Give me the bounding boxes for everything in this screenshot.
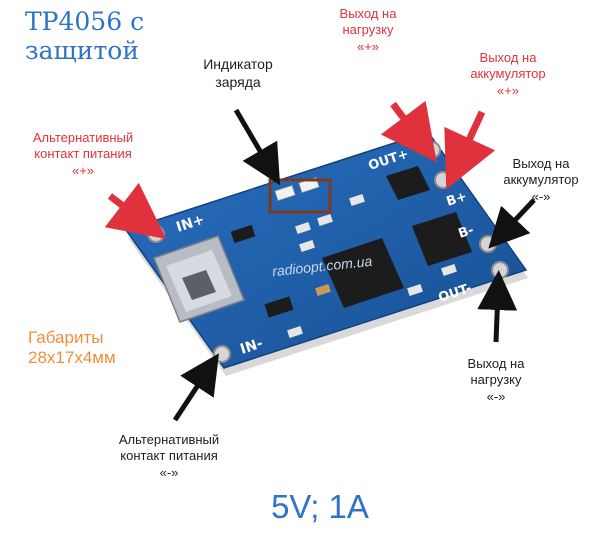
arrow-charge-indicator: [233, 108, 281, 186]
label-line: Выход на: [479, 50, 537, 65]
charge-indicator-box: [268, 178, 332, 214]
silk-b-plus: B+: [445, 189, 469, 210]
arrow-out-minus-batt: [488, 198, 536, 249]
label-line: Выход на: [467, 356, 525, 371]
mosfet-chip: [386, 166, 430, 200]
title-line-2: защитой: [25, 35, 139, 65]
label-line: Альтернативный: [118, 432, 220, 447]
label-line: Выход на: [339, 6, 397, 21]
label-line: «+»: [71, 162, 95, 178]
label-line: заряда: [215, 73, 261, 90]
pad-in-minus: [213, 345, 231, 363]
label-line: «+»: [356, 38, 380, 54]
silk-b-minus: B-: [457, 223, 476, 242]
label-out-minus-load: Выход на нагрузку «-»: [446, 356, 546, 405]
label-out-minus-battery: Выход на аккумулятор «-»: [486, 156, 596, 205]
label-line: «-»: [159, 464, 179, 480]
label-line: «+»: [496, 82, 520, 98]
label-line: «-»: [531, 188, 551, 204]
spec-label: 5V; 1A: [271, 488, 369, 525]
arrow-alt-power-plus: [104, 182, 167, 240]
label-line: аккумулятор: [470, 66, 546, 82]
arrow-out-plus-batt: [444, 110, 496, 190]
label-line: нагрузку: [470, 372, 522, 388]
label-line: нагрузку: [342, 22, 394, 38]
pad-out-plus: [423, 141, 441, 159]
page-title: TP4056 с защитой: [25, 7, 145, 66]
label-out-plus-battery: Выход на аккумулятор «+»: [448, 50, 568, 99]
micro-usb-connector: [153, 235, 245, 323]
label-charge-indicator: Индикатор заряда: [188, 56, 288, 91]
label-line: Индикатор: [203, 56, 273, 72]
label-line: контакт питания: [120, 448, 218, 464]
label-out-plus-load: Выход на нагрузку «+»: [318, 6, 418, 55]
label-line: «-»: [486, 388, 506, 404]
protection-chip: [412, 212, 472, 266]
arrow-out-plus-load: [380, 100, 437, 163]
label-line: контакт питания: [34, 146, 132, 162]
arrow-alt-power-minus: [172, 353, 220, 422]
dimensions-line: Габариты: [28, 328, 104, 347]
label-alt-power-plus: Альтернативный контакт питания «+»: [18, 130, 148, 179]
dimensions-line: 28x17x4мм: [28, 348, 116, 368]
dimensions-label: Габариты 28x17x4мм: [28, 328, 116, 369]
smd-components: [230, 194, 457, 338]
title-line-1: TP4056 с: [25, 7, 145, 36]
label-line: Выход на: [512, 156, 570, 171]
label-line: аккумулятор: [503, 172, 579, 188]
charger-chip: [322, 238, 404, 308]
pad-b-minus: [479, 235, 497, 253]
label-line: Альтернативный: [32, 130, 134, 145]
silk-in-minus: IN-: [238, 336, 265, 358]
pad-b-plus: [434, 171, 452, 189]
pad-out-minus: [491, 261, 509, 279]
arrow-out-minus-load: [477, 270, 518, 343]
pad-in-plus: [147, 225, 165, 243]
label-alt-power-minus: Альтернативный контакт питания «-»: [94, 432, 244, 481]
